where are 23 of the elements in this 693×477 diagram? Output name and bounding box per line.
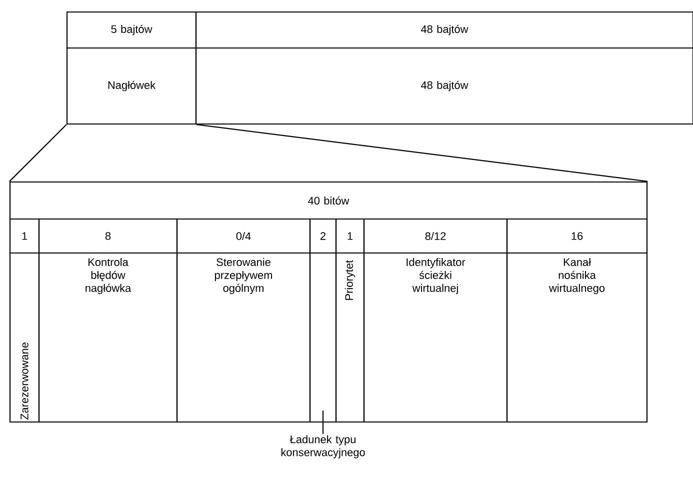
table-cell: 5 bajtów bbox=[66, 11, 197, 49]
table-cell: 40 bitów bbox=[9, 181, 648, 220]
callout-text: Ładunek typu konserwacyjnego bbox=[281, 435, 365, 458]
table-cell: Kontrola błędów nagłówka bbox=[38, 252, 178, 423]
table-cell: 1 bbox=[9, 218, 40, 254]
table-cell bbox=[309, 252, 337, 423]
table-cell: 48 bajtów bbox=[195, 11, 693, 49]
leader-line bbox=[322, 410, 324, 434]
table-cell: Kanał nośnika wirtualnego bbox=[506, 252, 648, 423]
table-cell: 8/12 bbox=[363, 218, 508, 254]
table-cell: 0/4 bbox=[176, 218, 311, 254]
zoom-line bbox=[196, 124, 648, 182]
table-cell: Zarezerwowane bbox=[9, 252, 40, 423]
table-cell: 48 bajtów bbox=[195, 47, 693, 125]
table-cell: Sterowanie przepływem ogólnym bbox=[176, 252, 311, 423]
table-cell: Nagłówek bbox=[66, 47, 197, 125]
table-cell: 16 bbox=[506, 218, 648, 254]
table-cell: 2 bbox=[309, 218, 337, 254]
zoom-line bbox=[9, 124, 67, 182]
table-cell: Identyfikator ścieżki wirtualnej bbox=[363, 252, 508, 423]
table-cell: 8 bbox=[38, 218, 178, 254]
table-cell: Priorytet bbox=[335, 252, 365, 423]
table-cell: 1 bbox=[335, 218, 365, 254]
